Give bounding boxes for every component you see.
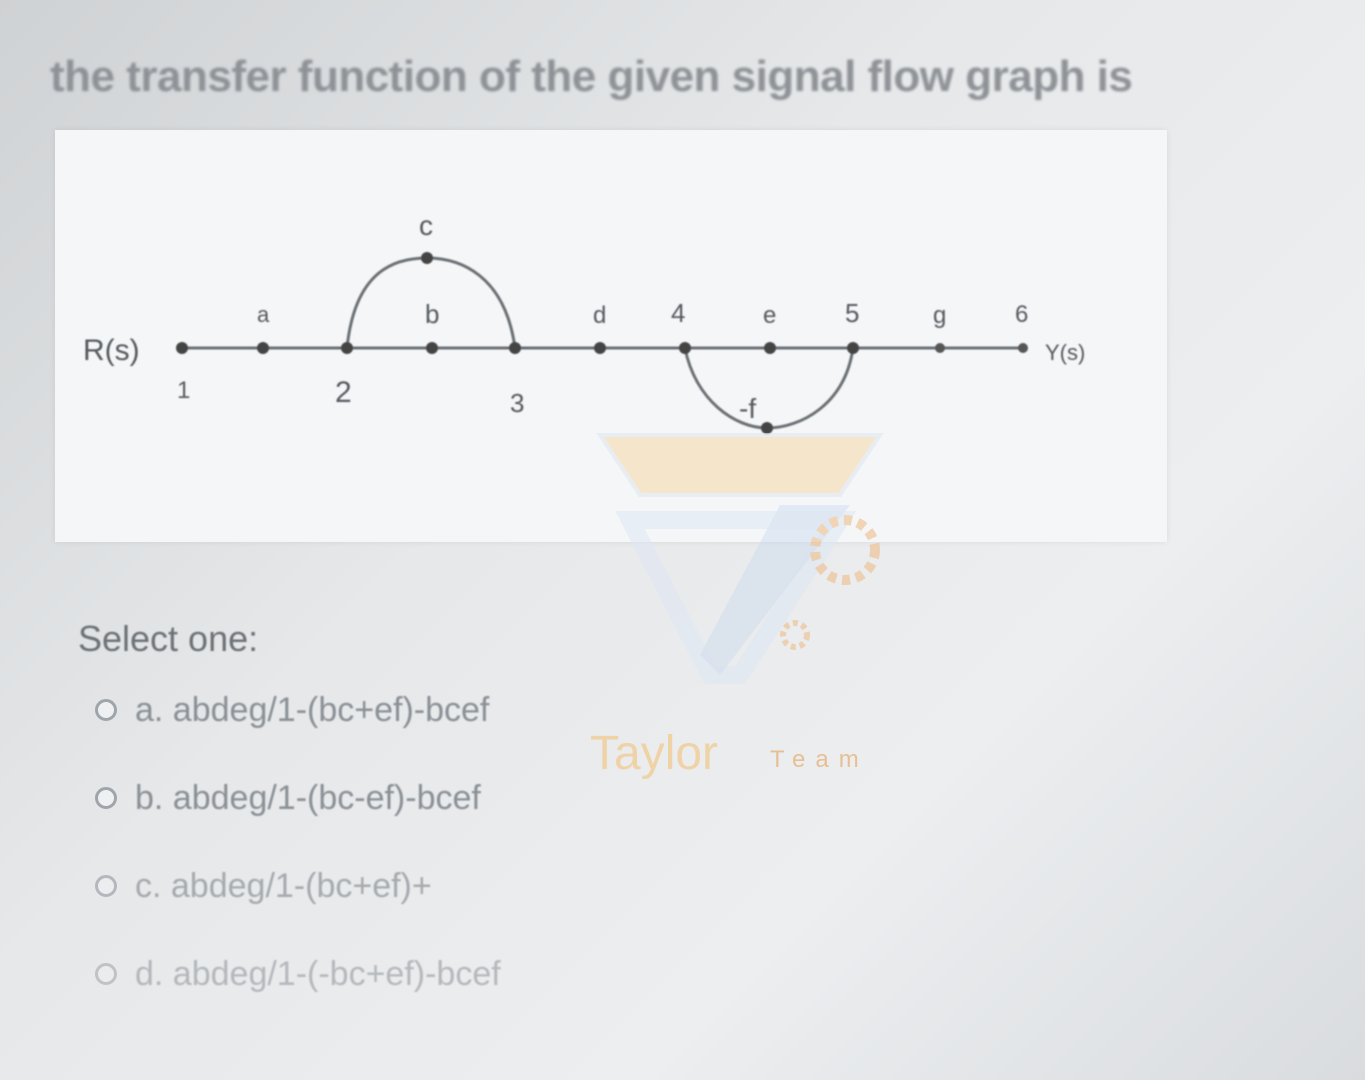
select-one-prompt: Select one: (78, 618, 259, 659)
option-b-label[interactable]: b. abdeg/1-(bc-ef)-bcef (135, 778, 481, 817)
radio-a[interactable] (95, 699, 117, 721)
radio-d[interactable] (95, 963, 117, 985)
gain-f: -f (739, 393, 756, 424)
option-b[interactable]: b. abdeg/1-(bc-ef)-bcef (95, 774, 501, 822)
signal-flow-graph-svg: R(s) Y(s) 1 2 3 4 5 6 a b c d e -f g (83, 210, 1085, 434)
node-b (426, 342, 438, 354)
option-c[interactable]: c. abdeg/1-(bc+ef)+ (95, 862, 501, 910)
node-d (594, 342, 606, 354)
node-number-2: 2 (335, 376, 352, 409)
node-e (764, 342, 776, 354)
node-c (421, 252, 433, 264)
option-d-label[interactable]: d. abdeg/1-(-bc+ef)-bcef (135, 954, 501, 993)
watermark-word-team: Team (770, 746, 869, 773)
radio-c[interactable] (95, 875, 117, 897)
node-a (257, 342, 269, 354)
gain-b: b (425, 299, 439, 329)
option-a[interactable]: a. abdeg/1-(bc+ef)-bcef (95, 686, 501, 734)
option-c-label[interactable]: c. abdeg/1-(bc+ef)+ (135, 866, 432, 905)
node-2 (341, 342, 353, 354)
question-text: the transfer function of the given signa… (50, 52, 1133, 101)
gain-e: e (763, 302, 776, 329)
gain-a: a (257, 302, 270, 327)
option-d[interactable]: d. abdeg/1-(-bc+ef)-bcef (95, 950, 501, 998)
gain-d: d (593, 302, 606, 329)
node-f (761, 422, 773, 434)
node-number-4: 4 (671, 298, 685, 328)
node-g (935, 343, 945, 353)
taylor-logo-watermark-icon (596, 433, 884, 684)
output-label: Y(s) (1045, 340, 1085, 365)
node-number-6: 6 (1015, 301, 1028, 328)
node-number-1: 1 (177, 377, 190, 404)
answer-options: a. abdeg/1-(bc+ef)-bcef b. abdeg/1-(bc-e… (95, 686, 501, 1038)
option-a-label[interactable]: a. abdeg/1-(bc+ef)-bcef (135, 690, 490, 729)
radio-b[interactable] (95, 787, 117, 809)
node-6 (1018, 343, 1028, 353)
feedback-arc-f (683, 347, 855, 430)
gain-g: g (933, 302, 946, 329)
input-label: R(s) (83, 334, 140, 367)
node-4 (679, 342, 691, 354)
gain-c: c (419, 210, 433, 241)
node-1 (176, 342, 188, 354)
node-3 (509, 342, 521, 354)
node-number-5: 5 (845, 298, 859, 328)
node-number-3: 3 (510, 388, 524, 418)
node-5 (847, 342, 859, 354)
signal-flow-graph: R(s) Y(s) 1 2 3 4 5 6 a b c d e -f g (55, 130, 1167, 542)
watermark-word: Taylor (590, 727, 719, 780)
